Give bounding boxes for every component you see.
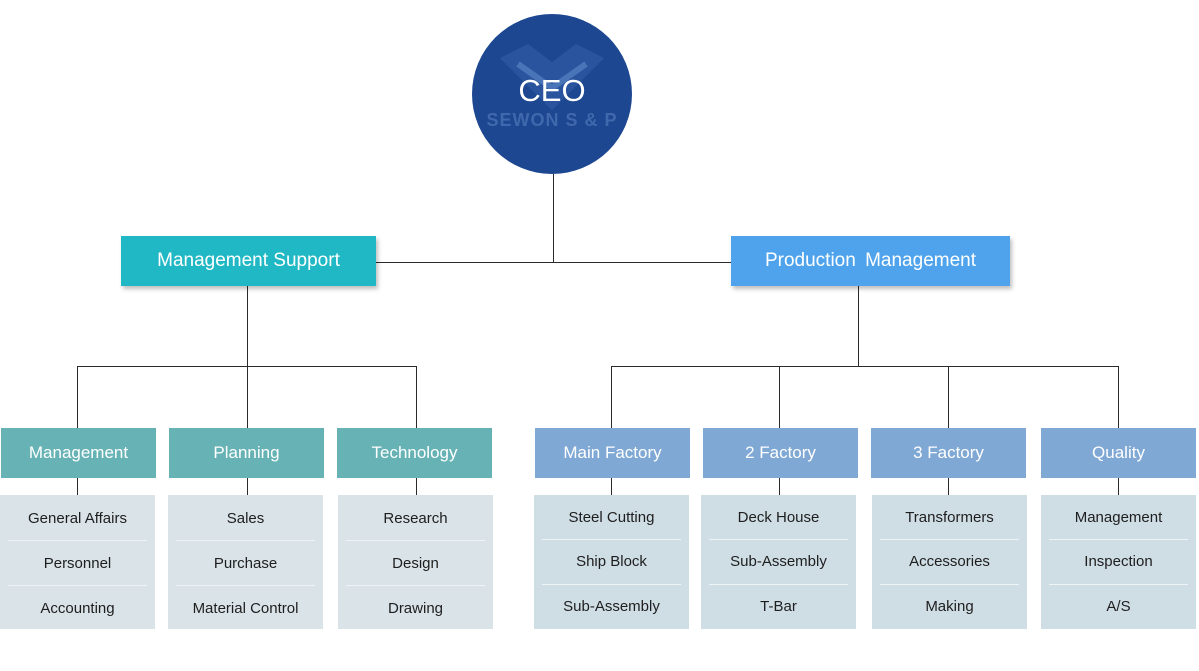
connector-ms-drop-1 (77, 366, 78, 428)
divider (880, 539, 1019, 540)
management-support-box: Management Support (121, 236, 376, 286)
connector-pm-drop-3 (948, 366, 949, 428)
sub-item: Making (925, 598, 974, 615)
connector-dept-sub (77, 478, 78, 495)
sublist-2-factory: Deck House Sub-Assembly T-Bar (701, 495, 856, 629)
connector-dept-sub (247, 478, 248, 495)
divider (8, 585, 147, 586)
sublist-3-factory: Transformers Accessories Making (872, 495, 1027, 629)
production-management-box: Production Management (731, 236, 1010, 286)
sub-item: Sales (226, 510, 265, 527)
divider (346, 540, 485, 541)
sub-item: Purchase (213, 555, 278, 572)
dept-management: Management (1, 428, 156, 478)
sub-item: Steel Cutting (568, 509, 655, 526)
divider (1049, 539, 1188, 540)
connector-dept-sub (1118, 478, 1119, 495)
sub-item: Management (1074, 509, 1163, 526)
divider (1049, 584, 1188, 585)
connector-ms-drop-2 (247, 366, 248, 428)
connector-ceo-trunk (553, 174, 554, 263)
connector-pm-drop-1 (611, 366, 612, 428)
sub-item: Personnel (43, 555, 112, 572)
dept-planning: Planning (169, 428, 324, 478)
dept-3-factory: 3 Factory (871, 428, 1026, 478)
dept-quality: Quality (1041, 428, 1196, 478)
ceo-label: CEO (518, 73, 586, 108)
company-logo-text: SEWON S & P (486, 110, 618, 130)
sub-item: Accounting (40, 600, 115, 617)
sublist-management: General Affairs Personnel Accounting (0, 495, 155, 629)
connector-pm-drop-2 (779, 366, 780, 428)
dept-2-factory: 2 Factory (703, 428, 858, 478)
sub-item: Drawing (387, 600, 444, 617)
connector-pm-drop-4 (1118, 366, 1119, 428)
divider (709, 584, 848, 585)
dept-technology: Technology (337, 428, 492, 478)
sub-item: Transformers (905, 509, 994, 526)
sub-item: Research (383, 510, 448, 527)
sub-item: A/S (1106, 598, 1131, 615)
sub-item: Sub-Assembly (730, 553, 827, 570)
sub-item: T-Bar (760, 598, 797, 615)
connector-dept-sub (948, 478, 949, 495)
sub-item: Inspection (1084, 553, 1153, 570)
dept-main-factory: Main Factory (535, 428, 690, 478)
divider (176, 585, 315, 586)
ceo-node: SEWON S & P CEO (472, 14, 632, 174)
sublist-planning: Sales Purchase Material Control (168, 495, 323, 629)
connector-pm-horizontal (611, 366, 1119, 367)
connector-ms-drop-3 (416, 366, 417, 428)
company-logo-icon (500, 44, 604, 110)
sublist-main-factory: Steel Cutting Ship Block Sub-Assembly (534, 495, 689, 629)
sub-item: Sub-Assembly (563, 598, 660, 615)
sub-item: Material Control (192, 600, 299, 617)
divider (176, 540, 315, 541)
connector-ms-trunk (247, 286, 248, 366)
sub-item: Accessories (909, 553, 990, 570)
connector-dept-sub (779, 478, 780, 495)
sub-item: Ship Block (576, 553, 647, 570)
connector-top-horizontal (376, 262, 731, 263)
divider (880, 584, 1019, 585)
connector-dept-sub (416, 478, 417, 495)
sub-item: General Affairs (28, 510, 127, 527)
sub-item: Deck House (737, 509, 820, 526)
connector-dept-sub (611, 478, 612, 495)
sublist-quality: Management Inspection A/S (1041, 495, 1196, 629)
divider (709, 539, 848, 540)
divider (8, 540, 147, 541)
divider (542, 539, 681, 540)
divider (346, 585, 485, 586)
divider (542, 584, 681, 585)
connector-pm-trunk (858, 286, 859, 366)
sub-item: Design (392, 555, 439, 572)
sublist-technology: Research Design Drawing (338, 495, 493, 629)
